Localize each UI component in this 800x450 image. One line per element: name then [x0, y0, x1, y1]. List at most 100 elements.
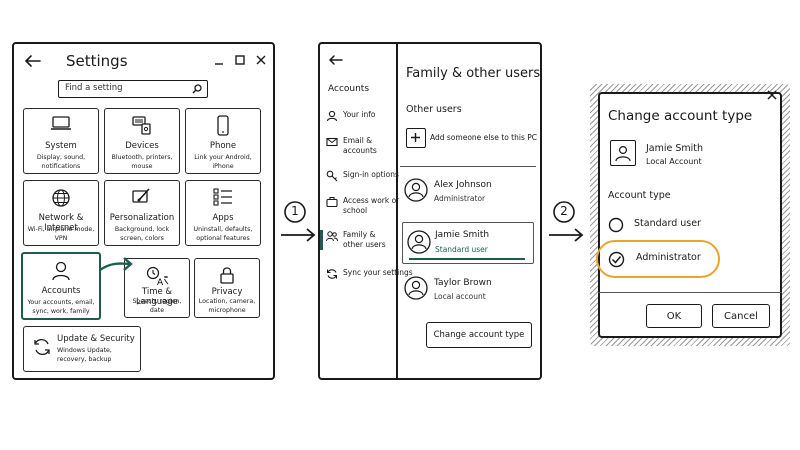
minimize-icon[interactable] — [214, 56, 224, 66]
dialog-title: Change account type — [608, 108, 753, 124]
dialog-divider — [598, 292, 782, 294]
change-account-type-button[interactable]: Change account type — [426, 322, 532, 348]
user-role: Local account — [434, 292, 486, 301]
tile-privacy[interactable]: Privacy Location, camera, microphone — [194, 258, 260, 318]
back-arrow-icon[interactable] — [24, 54, 42, 68]
tile-title: Privacy — [211, 287, 243, 297]
step-number-2: 2 — [560, 204, 568, 218]
step-number-1: 1 — [291, 204, 299, 218]
tile-update-security[interactable]: Update & Security Windows Update, recove… — [23, 326, 141, 372]
account-type-heading: Account type — [608, 190, 671, 201]
tile-devices[interactable]: Devices Bluetooth, printers, mouse — [104, 108, 180, 174]
sync-icon — [327, 269, 337, 279]
user-name: Jamie Smith — [435, 230, 490, 240]
tile-personalization[interactable]: Personalization Background, lock screen,… — [104, 180, 180, 246]
refresh-icon — [34, 338, 50, 356]
people-icon — [326, 231, 338, 242]
option-administrator[interactable]: Administrator — [596, 240, 720, 278]
content-divider — [400, 166, 536, 168]
laptop-icon — [51, 116, 71, 130]
user-role: Administrator — [434, 194, 486, 203]
tile-title: Personalization — [109, 213, 175, 223]
tile-apps[interactable]: Apps Uninstall, defaults, optional featu… — [185, 180, 261, 246]
user-row[interactable]: Taylor Brown Local account — [402, 272, 536, 306]
tile-subtitle: Windows Update, recovery, backup — [57, 347, 112, 363]
maximize-icon[interactable] — [235, 55, 245, 65]
tile-phone[interactable]: Phone Link your Android, iPhone — [185, 108, 261, 174]
svg-text:A: A — [157, 278, 164, 288]
lock-icon — [220, 267, 234, 284]
add-user-row[interactable]: Add someone else to this PC — [404, 128, 538, 152]
tile-subtitle: Your accounts, email, sync, work, family — [27, 299, 95, 315]
user-name: Taylor Brown — [434, 278, 492, 288]
person-icon — [615, 145, 631, 162]
tile-title: Phone — [209, 141, 237, 151]
nav-label: Your info — [343, 110, 376, 119]
nav-active-indicator — [320, 230, 323, 250]
option-label: Standard user — [634, 218, 701, 229]
nav-label: Access work or school — [343, 196, 400, 215]
tile-title: Accounts — [41, 286, 81, 296]
dialog-avatar — [610, 140, 636, 166]
tile-title: Network & Internet — [38, 213, 84, 233]
avatar-icon — [407, 230, 431, 254]
nav-divider — [396, 44, 398, 378]
accounts-window: Accounts Your info Email & accounts Sign… — [318, 42, 542, 380]
add-icon — [406, 128, 426, 148]
tile-title: Devices — [125, 141, 159, 151]
tile-subtitle: Wi-Fi, airplane mode, VPN — [27, 226, 95, 242]
dialog-user-sub: Local Account — [646, 157, 702, 166]
back-arrow-icon[interactable] — [328, 54, 344, 66]
user-row-selected[interactable]: Jamie Smith Standard user — [402, 222, 534, 264]
tile-accounts[interactable]: Accounts Your accounts, email, sync, wor… — [21, 252, 101, 320]
apps-list-icon — [213, 188, 232, 206]
tile-subtitle: Bluetooth, printers, mouse — [111, 154, 173, 170]
tile-network[interactable]: Network & Internet Wi-Fi, airplane mode,… — [23, 180, 99, 246]
ok-button[interactable]: OK — [646, 304, 702, 328]
tile-title: System — [45, 141, 77, 151]
briefcase-icon — [326, 196, 338, 208]
step-arrow-2 — [549, 201, 584, 242]
settings-title: Settings — [66, 52, 128, 70]
tile-subtitle: Location, camera, microphone — [198, 298, 256, 314]
tile-title: Time & Language — [136, 287, 178, 307]
avatar-icon — [404, 178, 428, 202]
key-icon — [326, 170, 338, 182]
time-language-icon: A — [146, 266, 169, 288]
person-icon — [326, 110, 338, 122]
option-label: Administrator — [636, 252, 701, 263]
tile-subtitle: Speech, region, date — [132, 298, 182, 314]
dialog-user-name: Jamie Smith — [646, 143, 704, 154]
selected-underline — [409, 258, 525, 260]
page-title: Family & other users — [406, 66, 541, 81]
nav-label: Email & accounts — [343, 136, 377, 155]
search-input[interactable]: Find a setting — [58, 80, 208, 98]
tile-subtitle: Background, lock screen, colors — [114, 226, 170, 242]
settings-window: Settings Find a setting System Display, … — [12, 42, 275, 380]
change-account-dialog: Change account type Jamie Smith Local Ac… — [596, 90, 782, 338]
nav-label: Family & other users — [343, 230, 386, 249]
tile-title: Update & Security — [57, 334, 135, 344]
user-name: Alex Johnson — [434, 180, 492, 190]
close-icon[interactable] — [256, 55, 266, 65]
user-role: Standard user — [435, 245, 488, 254]
close-icon[interactable] — [767, 90, 777, 100]
search-placeholder: Find a setting — [65, 83, 123, 93]
radio-selected-check-icon — [608, 251, 625, 268]
tile-subtitle: Link your Android, iPhone — [194, 154, 252, 170]
nav-title: Accounts — [328, 84, 370, 94]
phone-icon — [217, 115, 229, 136]
add-user-label: Add someone else to this PC — [430, 133, 538, 142]
tile-system[interactable]: System Display, sound, notifications — [23, 108, 99, 174]
tile-subtitle: Uninstall, defaults, optional features — [193, 226, 253, 242]
section-heading: Other users — [406, 104, 462, 115]
person-icon — [52, 261, 70, 281]
paintbrush-icon — [132, 188, 150, 203]
search-icon — [192, 84, 202, 94]
option-standard-user[interactable]: Standard user — [608, 216, 758, 234]
cancel-button[interactable]: Cancel — [712, 304, 770, 328]
tile-time-language[interactable]: A Time & Language Speech, region, date — [124, 258, 190, 318]
tile-subtitle: Display, sound, notifications — [36, 154, 86, 170]
user-row[interactable]: Alex Johnson Administrator — [402, 176, 536, 210]
